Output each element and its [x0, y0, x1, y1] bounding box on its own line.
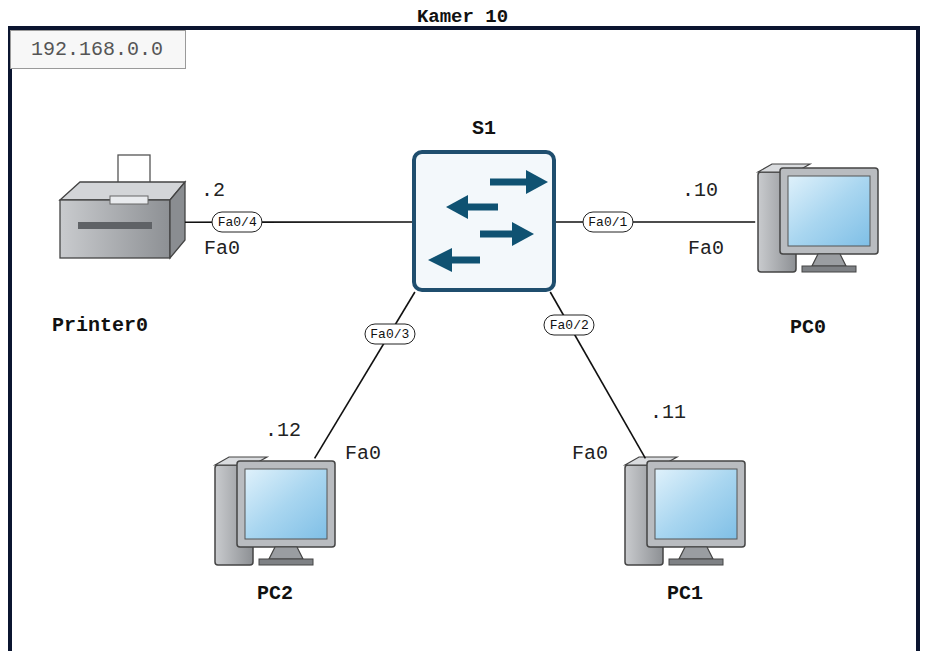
switch-icon — [414, 152, 554, 290]
device-name: Printer0 — [52, 314, 148, 337]
network-room: 192.168.0.0S1Printer0PC0PC2PC1 — [10, 28, 918, 651]
room-outline — [10, 28, 918, 651]
device-name: PC1 — [667, 582, 703, 605]
port-label: Fa0/4 — [212, 212, 263, 233]
host-address: .11 — [650, 401, 686, 424]
pc-box: PC0 — [750, 160, 880, 275]
network-address: 192.168.0.0 — [10, 30, 186, 69]
host-address: .12 — [265, 419, 301, 442]
host-address: .2 — [201, 179, 225, 202]
interface-name: Fa0 — [204, 237, 240, 260]
port-label: Fa0/3 — [364, 323, 415, 344]
host-address: .10 — [682, 179, 718, 202]
device-name: PC0 — [790, 316, 826, 339]
switch-name: S1 — [472, 117, 496, 140]
pc-icon — [758, 164, 878, 272]
pc-icon — [625, 457, 745, 565]
diagram-title: Kamer 10 — [0, 6, 925, 28]
pc-icon — [215, 457, 335, 565]
interface-name: Fa0 — [572, 442, 608, 465]
interface-name: Fa0 — [345, 442, 381, 465]
network-cable — [315, 292, 415, 458]
interface-name: Fa0 — [688, 237, 724, 260]
printer-icon — [60, 155, 185, 258]
port-label: Fa0/2 — [544, 315, 595, 336]
device-name: PC2 — [257, 582, 293, 605]
port-label: Fa0/1 — [582, 211, 633, 232]
switch-box: S1 — [412, 150, 556, 292]
pc-box: PC1 — [625, 455, 745, 565]
printer-box: Printer0 — [60, 155, 185, 260]
pc-box: PC2 — [215, 455, 335, 565]
